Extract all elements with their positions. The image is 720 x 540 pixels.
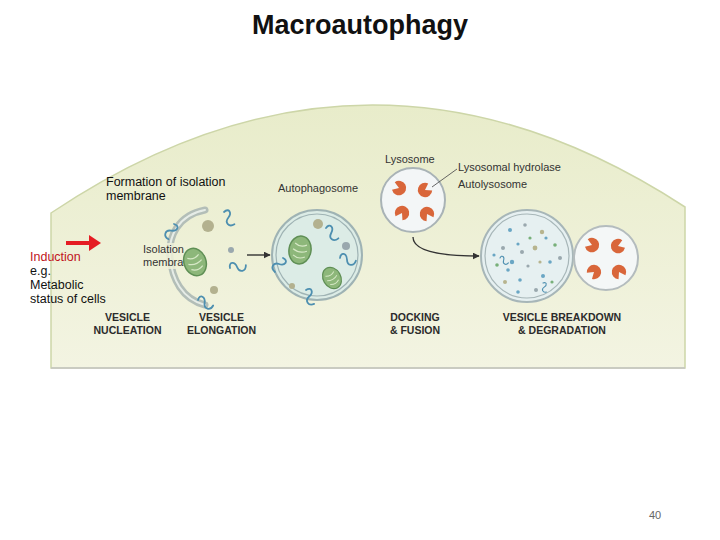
page-number: 40 [640, 509, 670, 522]
cargo-protein [220, 209, 238, 226]
node-label: Lysosome [385, 153, 435, 166]
node-label: Autophagosome [278, 182, 358, 195]
cargo-protein [539, 282, 551, 294]
node-outline [456, 178, 578, 304]
stage-label: VESICLE NUCLEATION [90, 311, 165, 337]
cell-base-line [51, 367, 685, 369]
hydrolase [391, 179, 408, 197]
mitochondrion [180, 245, 210, 279]
vesicle-node: Lysosome [378, 153, 448, 235]
cell-body [51, 105, 685, 368]
vesicle-node: Autophagosome [270, 182, 365, 304]
node-outline [378, 153, 448, 235]
cargo-protein [339, 250, 357, 267]
hydrolase [585, 262, 604, 282]
annotation: e.g. [30, 264, 110, 278]
hydrolase [415, 181, 434, 200]
cargo-particle [228, 247, 234, 253]
hydrolase [609, 262, 628, 281]
cargo-particle [289, 283, 295, 289]
vesicle-membrane [272, 210, 362, 300]
vesicle-membrane [481, 210, 573, 302]
annotation: Metabolic status of cells [30, 278, 110, 306]
cargo-particle [202, 220, 214, 232]
cargo-protein [164, 223, 180, 239]
hydrolase [609, 237, 626, 255]
annotation: Induction [30, 250, 110, 264]
cargo-protein [301, 287, 320, 306]
isolation-membrane: Isolation membrane [140, 205, 245, 310]
hydrolase [584, 236, 601, 254]
stage-label: VESICLE BREAKDOWN & DEGRADATION [500, 311, 624, 337]
annotation: Formation of isolation membrane [106, 175, 236, 203]
cargo-protein [324, 225, 340, 241]
cargo-particle [342, 242, 350, 250]
vesicle-inner-membrane [276, 214, 358, 296]
hydrolase [417, 204, 436, 223]
node-label: Autolysosome [458, 178, 527, 191]
lysosome-vesicle [574, 226, 638, 290]
node-outline [270, 182, 365, 304]
leader-line [432, 169, 457, 187]
degraded-particles [492, 223, 562, 294]
induction-arrow [66, 241, 92, 245]
stage-label: VESICLE ELONGATION [184, 311, 259, 337]
cargo-protein [500, 256, 508, 264]
induction-arrowhead [89, 235, 101, 251]
vesicle-membrane [381, 168, 445, 232]
cargo-particle [313, 219, 323, 229]
node-label: Isolation membrane [143, 243, 198, 269]
diagram-title: Macroautophagy [0, 10, 720, 41]
stage-label: DOCKING & FUSION [387, 311, 443, 337]
cargo-protein [228, 257, 247, 276]
mitochondrion [287, 234, 314, 265]
mitochondrion [319, 264, 345, 292]
hydrolase [393, 203, 412, 222]
cargo-particle [210, 286, 218, 294]
cargo-protein [197, 295, 213, 311]
vesicle-node: Autolysosome [456, 178, 578, 304]
vesicle-inner-membrane [485, 214, 569, 298]
flow-arrow [413, 237, 479, 256]
flow-arrow [247, 254, 270, 255]
cargo-protein [272, 258, 285, 272]
annotation: Lysosomal hydrolase [458, 161, 578, 174]
